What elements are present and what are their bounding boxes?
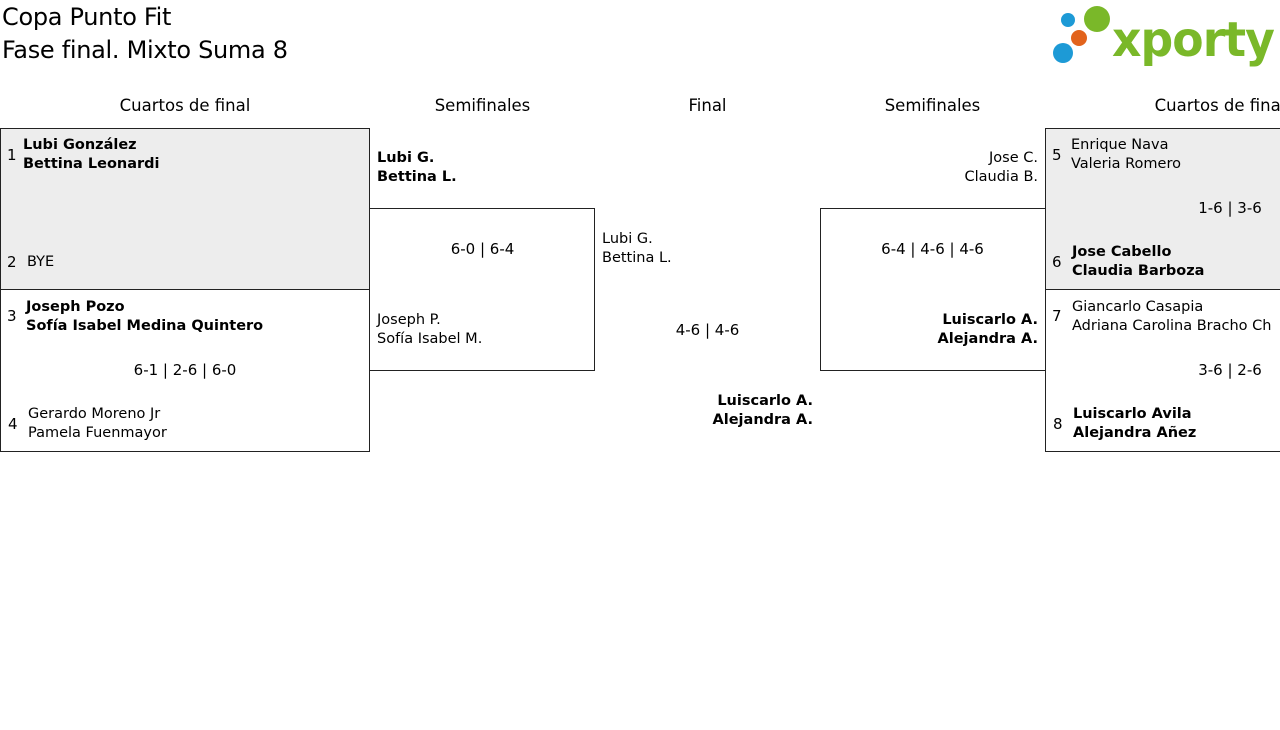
player-name: Gerardo Moreno Jr: [28, 406, 161, 422]
match-score: 6-0 | 6-4: [450, 240, 515, 258]
logo-dot-blue-small: [1061, 13, 1075, 27]
player-name: Adriana Carolina Bracho Ch: [1072, 318, 1272, 334]
round-header-final: Final: [688, 96, 727, 115]
seed-number: 1: [7, 146, 17, 164]
player-name: Valeria Romero: [1071, 156, 1181, 172]
seed-number: 7: [1052, 307, 1062, 325]
team-entry: Lubi G. Bettina L.: [377, 149, 457, 187]
team-entry: Joseph P. Sofía Isabel M.: [377, 311, 482, 349]
team-entry: Luiscarlo Avila Alejandra Añez: [1073, 405, 1196, 443]
player-name: Sofía Isabel M.: [377, 331, 483, 347]
player-name: Enrique Nava: [1071, 137, 1169, 153]
player-name: Bettina L.: [377, 169, 457, 185]
player-name: Luiscarlo A.: [717, 393, 813, 409]
seed-number: 4: [8, 415, 18, 433]
seed-number: 2: [7, 253, 17, 271]
player-name: Joseph Pozo: [26, 299, 125, 315]
player-name: Sofía Isabel Medina Quintero: [26, 318, 264, 334]
team-entry: Joseph Pozo Sofía Isabel Medina Quintero: [26, 298, 263, 336]
player-name: Claudia B.: [964, 169, 1038, 185]
match-box-right-quarter-1: [1045, 128, 1280, 290]
match-box-left-quarter-1: [0, 128, 370, 290]
match-box-left-semi: [369, 208, 595, 371]
page-title: Copa Punto Fit: [2, 3, 172, 31]
logo-dot-green: [1084, 6, 1110, 32]
player-name: Giancarlo Casapia: [1072, 299, 1204, 315]
player-name: Lubi G.: [602, 231, 653, 247]
team-entry: Luiscarlo A. Alejandra A.: [820, 311, 1038, 349]
round-header-right-quarters: Cuartos de final: [1154, 96, 1280, 115]
team-entry: Lubi González Bettina Leonardi: [23, 136, 160, 174]
team-entry: Luiscarlo A. Alejandra A.: [595, 392, 813, 430]
player-name: Pamela Fuenmayor: [28, 425, 167, 441]
match-score: 6-4 | 4-6 | 4-6: [881, 240, 984, 258]
team-entry: Enrique Nava Valeria Romero: [1071, 136, 1181, 174]
player-name: BYE: [27, 254, 55, 270]
player-name: Alejandra A.: [712, 412, 813, 428]
match-score: 1-6 | 3-6: [1198, 199, 1262, 217]
team-entry: Jose C. Claudia B.: [820, 149, 1038, 187]
logo-dot-blue-large: [1053, 43, 1073, 63]
player-name: Bettina L.: [602, 250, 672, 266]
player-name: Joseph P.: [377, 312, 441, 328]
team-entry: Giancarlo Casapia Adriana Carolina Brach…: [1072, 298, 1271, 336]
logo-text: xporty: [1112, 12, 1275, 68]
page-subtitle: Fase final. Mixto Suma 8: [2, 36, 288, 64]
player-name: Luiscarlo Avila: [1073, 406, 1192, 422]
player-name: Jose C.: [989, 150, 1038, 166]
team-entry: Gerardo Moreno Jr Pamela Fuenmayor: [28, 405, 167, 443]
match-box-left-quarter-2: [0, 289, 370, 452]
seed-number: 6: [1052, 253, 1062, 271]
seed-number: 8: [1053, 415, 1063, 433]
player-name: Luiscarlo A.: [942, 312, 1038, 328]
match-box-right-semi: [820, 208, 1046, 371]
player-name: Lubi González: [23, 137, 137, 153]
seed-number: 3: [7, 307, 17, 325]
team-entry: BYE: [27, 253, 54, 272]
player-name: Bettina Leonardi: [23, 156, 160, 172]
round-header-right-semis: Semifinales: [884, 96, 981, 115]
player-name: Lubi G.: [377, 150, 435, 166]
player-name: Alejandra A.: [937, 331, 1038, 347]
logo-dot-orange: [1071, 30, 1087, 46]
match-score: 4-6 | 4-6: [675, 321, 740, 339]
team-entry: Lubi G. Bettina L.: [602, 230, 672, 268]
seed-number: 5: [1052, 146, 1062, 164]
match-score: 3-6 | 2-6: [1198, 361, 1262, 379]
team-entry: Jose Cabello Claudia Barboza: [1072, 243, 1204, 281]
match-score: 6-1 | 2-6 | 6-0: [133, 361, 237, 379]
round-header-left-semis: Semifinales: [434, 96, 531, 115]
player-name: Alejandra Añez: [1073, 425, 1197, 441]
xporty-logo: xporty: [1053, 6, 1276, 68]
match-box-right-quarter-2: [1045, 289, 1280, 452]
player-name: Jose Cabello: [1072, 244, 1172, 260]
round-header-left-quarters: Cuartos de final: [119, 96, 251, 115]
player-name: Claudia Barboza: [1072, 263, 1205, 279]
